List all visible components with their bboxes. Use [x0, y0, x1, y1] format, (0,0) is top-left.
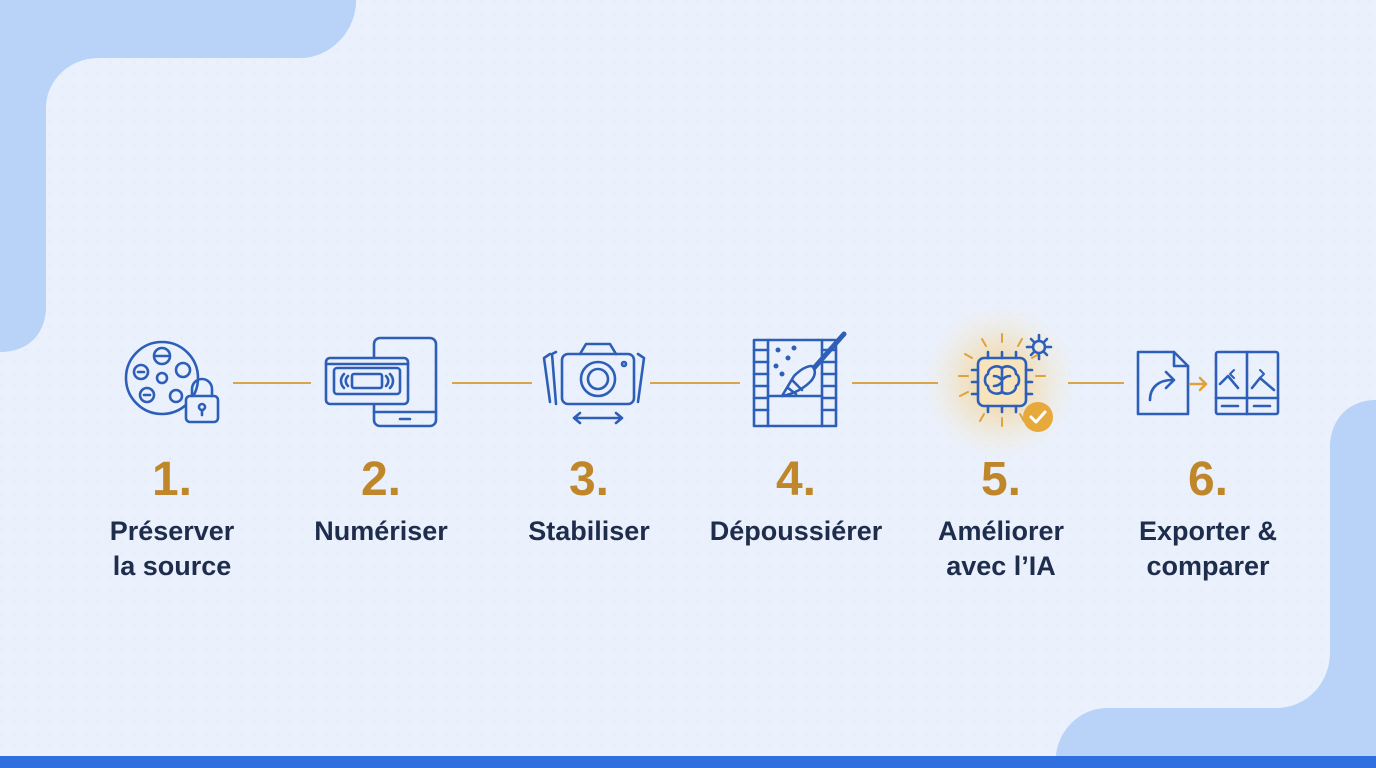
step-2-number: 2.: [360, 453, 402, 506]
step-5-label: Améliorer avec l’IA: [871, 514, 1131, 584]
step-2-label: Numériser: [251, 514, 511, 549]
vhs-tablet-icon: [324, 336, 438, 428]
step-2-label-line1: Numériser: [314, 516, 448, 546]
step-5-label-line2: avec l’IA: [946, 551, 1056, 581]
bottom-accent-bar: [0, 756, 1376, 768]
step-1-label: Préserver la source: [42, 514, 302, 584]
step-6-label: Exporter & comparer: [1078, 514, 1338, 584]
ai-chip-brain-icon: [958, 333, 1053, 432]
step-6-label-line2: comparer: [1146, 551, 1270, 581]
connector-2-3: [452, 382, 532, 384]
step-4-number: 4.: [775, 453, 817, 506]
connector-3-4: [650, 382, 740, 384]
step-6-label-line1: Exporter &: [1138, 516, 1278, 546]
step-4-label: Dépoussiérer: [666, 514, 926, 549]
step-1-label-line2: la source: [112, 551, 232, 581]
step-1-number: 1.: [151, 453, 193, 506]
step-5-number: 5.: [980, 453, 1022, 506]
film-reel-lock-icon: [124, 340, 220, 424]
step-3-label-line1: Stabiliser: [528, 516, 650, 546]
step-4-label-line1: Dépoussiérer: [709, 516, 883, 546]
film-brush-icon: [752, 331, 847, 428]
connector-5-6: [1068, 382, 1124, 384]
connector-1-2: [233, 382, 311, 384]
step-3-number: 3.: [568, 453, 610, 506]
step-6-number: 6.: [1187, 453, 1229, 506]
step-1-label-line1: Préserver: [109, 516, 235, 546]
connector-4-5: [852, 382, 938, 384]
camera-stabilize-icon: [542, 342, 646, 425]
export-compare-icon: [1136, 350, 1280, 416]
step-3-label: Stabiliser: [459, 514, 719, 549]
step-5-label-line1: Améliorer: [937, 516, 1065, 546]
